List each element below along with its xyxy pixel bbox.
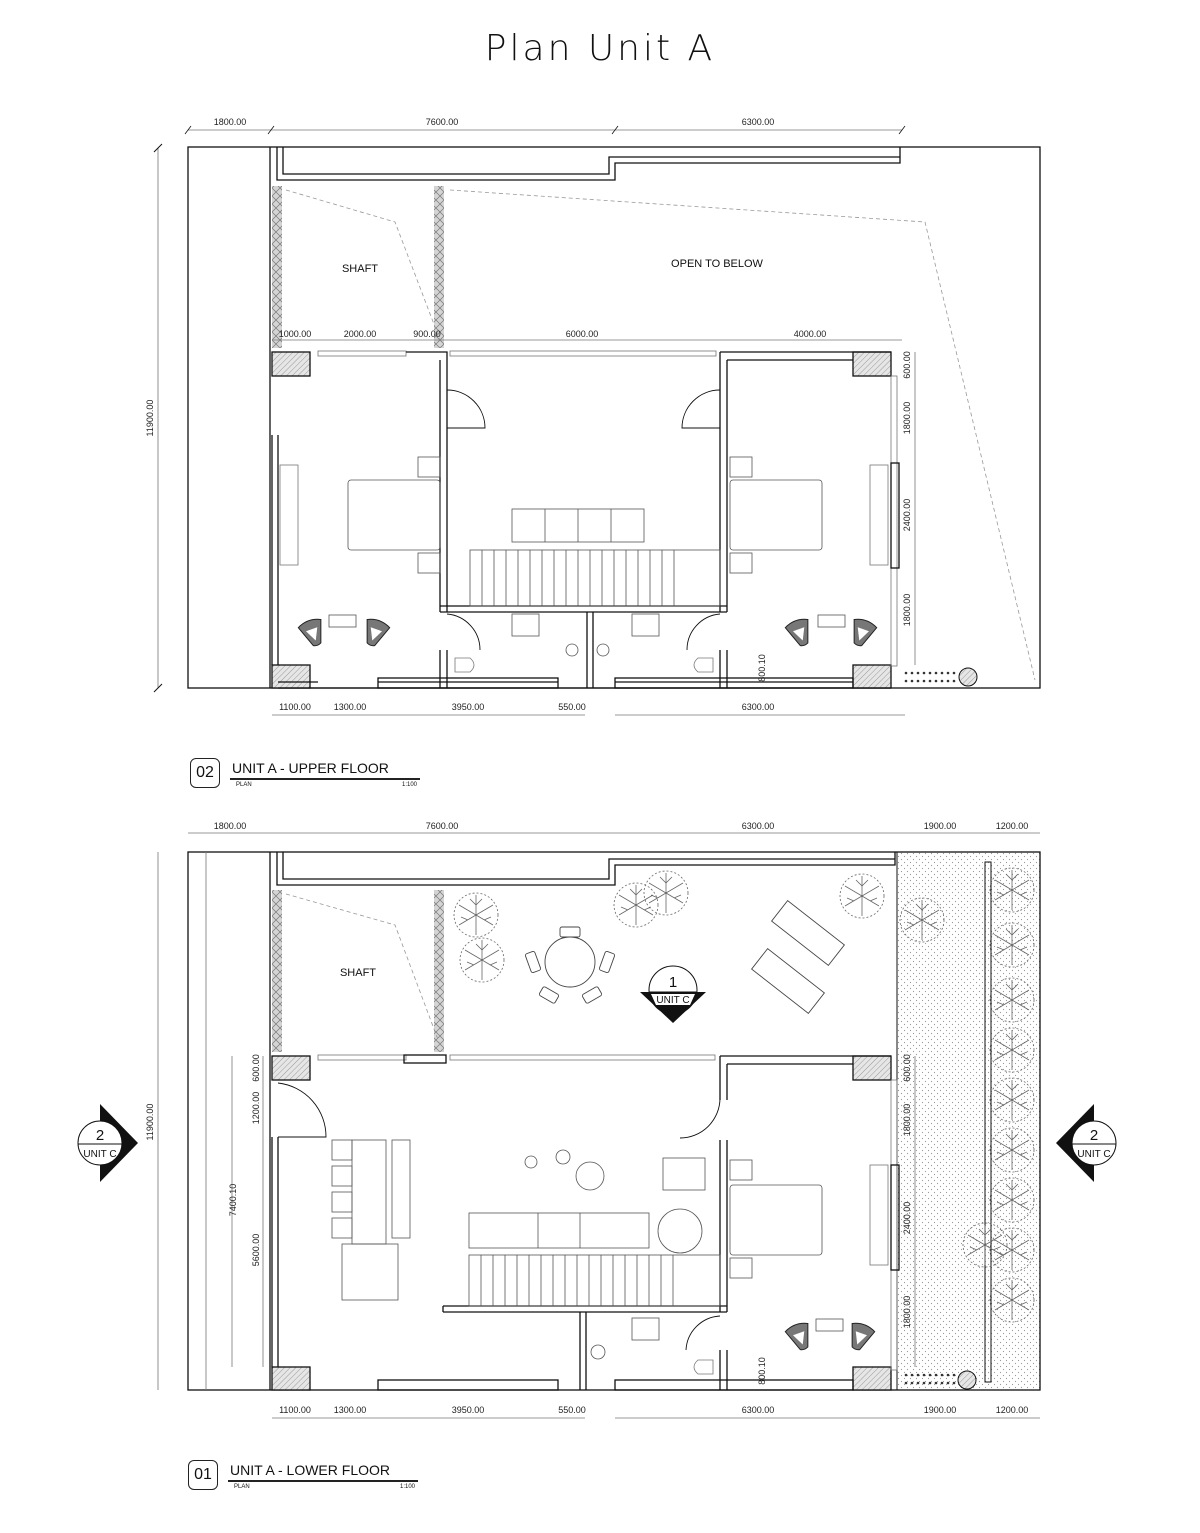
hedge — [272, 890, 282, 1052]
toilet — [454, 657, 475, 673]
dim-text: 1000.00 — [279, 329, 312, 339]
section-number: 1 — [669, 974, 677, 991]
dim-text: 550.00 — [558, 1405, 586, 1415]
section-number: 2 — [96, 1127, 104, 1144]
table — [815, 1318, 844, 1332]
dim-text: 1300.00 — [334, 702, 367, 712]
sink — [631, 1317, 660, 1341]
paving-area — [897, 852, 1040, 1390]
dim-text: 1100.00 — [279, 702, 311, 712]
dim-text: 11900.00 — [145, 1104, 155, 1141]
armchair — [662, 1157, 706, 1191]
dim-text: 1800.00 — [902, 402, 912, 435]
title-underline — [228, 1480, 418, 1482]
dim-text: 6300.00 — [742, 821, 775, 831]
toilet — [693, 657, 714, 673]
section-unit: UNIT C — [1077, 1149, 1110, 1160]
dim-text: 6300.00 — [742, 702, 775, 712]
site-boundary — [187, 851, 1041, 1391]
vanity — [279, 464, 299, 566]
dim-text: 3950.00 — [452, 1405, 485, 1415]
dim-text: 2000.00 — [344, 329, 377, 339]
dim-text: 6300.00 — [742, 117, 775, 127]
hedge — [434, 890, 444, 1052]
hedge — [434, 186, 444, 348]
dim-text: 600.00 — [902, 351, 912, 379]
staircase — [469, 549, 721, 607]
drawing-scale: 1:100 — [402, 782, 418, 788]
vanity — [869, 464, 889, 566]
dim-text: 3950.00 — [452, 702, 485, 712]
dim-text: 1200.00 — [996, 821, 1029, 831]
table — [328, 614, 357, 628]
bed — [347, 479, 441, 551]
dim-text: 1900.00 — [924, 821, 957, 831]
sink — [511, 613, 540, 637]
dim-text: 7400.10 — [228, 1184, 238, 1217]
section-marker-1[interactable]: 1 UNIT C — [640, 965, 706, 1023]
dim-text: 7600.00 — [426, 821, 459, 831]
sofa — [468, 1212, 650, 1249]
room-label-shaft: SHAFT — [342, 263, 378, 275]
upper-floor-plan: 1800.00 7600.00 6300.00 11900.00 SHAFT O… — [145, 117, 1041, 716]
drawing-title: UNIT A - UPPER FLOOR — [232, 760, 389, 776]
bed — [729, 1184, 823, 1256]
hedge — [272, 186, 282, 348]
dim-text: 1800.00 — [902, 1296, 912, 1329]
lower-floor-plan: 1800.00 7600.00 6300.00 1900.00 1200.00 … — [77, 821, 1117, 1419]
section-number: 2 — [1090, 1127, 1098, 1144]
bed — [729, 479, 823, 551]
drawing-type: PLAN — [236, 782, 252, 788]
title-underline — [230, 778, 420, 780]
dim-text: 1300.00 — [334, 1405, 367, 1415]
drawing-number: 01 — [188, 1460, 218, 1490]
dim-text: 2400.00 — [902, 1202, 912, 1235]
drawing-title: UNIT A - LOWER FLOOR — [230, 1462, 390, 1478]
page-title: Plan Unit A — [484, 28, 716, 69]
dim-text: 1800.00 — [902, 594, 912, 627]
dim-text: 6300.00 — [742, 1405, 775, 1415]
dim-text: 7600.00 — [426, 117, 459, 127]
sun-lounger — [750, 899, 846, 1015]
bollard-row — [904, 671, 956, 683]
toilet — [693, 1359, 714, 1375]
upper-top-dimension — [184, 125, 906, 135]
dim-text: 1200.00 — [996, 1405, 1029, 1415]
section-unit: UNIT C — [83, 1149, 116, 1160]
drawing-type: PLAN — [234, 1484, 250, 1490]
dim-text: 11900.00 — [145, 400, 155, 437]
drawing-scale: 1:100 — [400, 1484, 416, 1490]
dim-text: 900.00 — [413, 329, 441, 339]
room-label-open-to-below: OPEN TO BELOW — [671, 258, 764, 270]
dim-text: 1100.00 — [279, 1405, 311, 1415]
dining-table — [524, 926, 616, 1004]
sink — [631, 613, 660, 637]
dim-text: 550.00 — [558, 702, 586, 712]
staircase — [468, 1254, 721, 1307]
section-marker-2-left[interactable]: 2 UNIT C — [77, 1104, 138, 1182]
dim-text: 1800.00 — [902, 1104, 912, 1137]
dim-text: 6000.00 — [566, 329, 599, 339]
drawing-number: 02 — [190, 758, 220, 788]
section-marker-2-right[interactable]: 2 UNIT C — [1056, 1104, 1117, 1182]
vanity — [869, 1164, 889, 1266]
dim-text: 5600.00 — [251, 1234, 261, 1267]
dim-text: 1800.00 — [214, 117, 247, 127]
site-boundary — [187, 146, 1041, 689]
dim-text: 1900.00 — [924, 1405, 957, 1415]
table — [817, 614, 846, 628]
dim-text: 1200.00 — [251, 1092, 261, 1125]
room-label-shaft: SHAFT — [340, 967, 376, 979]
dim-text: 600.00 — [251, 1054, 261, 1082]
dim-text: 800.10 — [757, 654, 767, 682]
dim-text: 1800.00 — [214, 821, 247, 831]
dim-text: 4000.00 — [794, 329, 827, 339]
dim-text: 800.10 — [757, 1357, 767, 1385]
dining-set — [331, 1139, 411, 1301]
dim-text: 600.00 — [902, 1054, 912, 1082]
section-unit: UNIT C — [656, 995, 689, 1006]
coffee-table — [657, 1208, 703, 1254]
dim-text: 2400.00 — [902, 499, 912, 532]
